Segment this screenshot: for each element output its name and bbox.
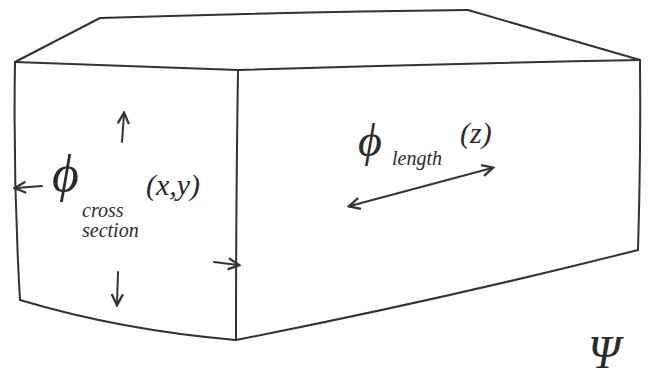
side-bottom-edge <box>236 250 638 340</box>
front-top-edge <box>15 62 238 70</box>
arrow-down <box>117 272 118 304</box>
arrow-up <box>122 114 124 142</box>
coordinate-args: (x,y) <box>146 170 200 200</box>
side-right-edge <box>638 60 640 250</box>
psi-symbol: Ψ <box>588 330 620 376</box>
subscript-text: cross section <box>82 200 152 240</box>
front-left-edge <box>15 62 20 300</box>
length-arrow <box>350 168 492 206</box>
side-top-edge <box>238 60 640 70</box>
arrow-right <box>214 262 238 265</box>
top-left-edge <box>15 18 100 62</box>
arrow-left <box>16 186 42 188</box>
front-bottom-edge <box>20 300 236 340</box>
top-right-edge <box>468 10 640 60</box>
phi-symbol: ϕ <box>358 118 382 164</box>
phi-symbol: ϕ <box>52 148 79 200</box>
subscript-text: length <box>392 148 442 168</box>
coordinate-args: (z) <box>460 118 492 148</box>
front-right-edge <box>236 70 238 340</box>
top-back-edge <box>100 10 468 18</box>
